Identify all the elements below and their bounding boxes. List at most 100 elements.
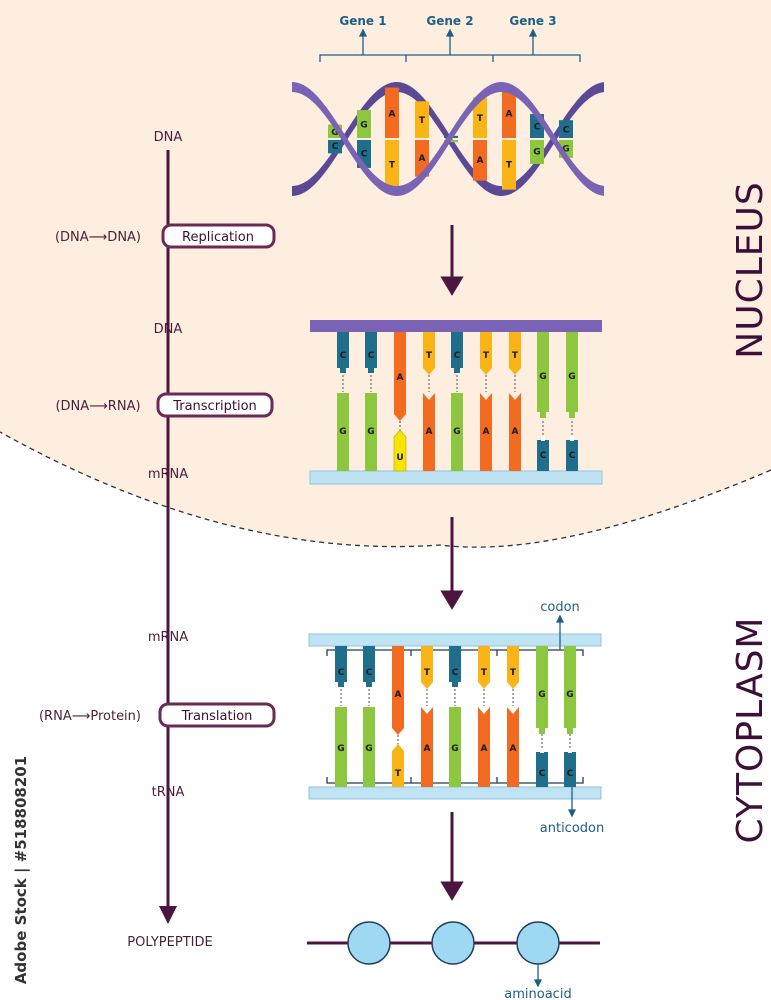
helix-base-letter: C [563,126,570,136]
anticodon-callout-arrow [567,783,577,818]
label-dna-top: DNA [154,130,183,145]
translation-step: Translation [158,702,276,728]
dna-base-letter: A [483,427,490,437]
anticodon-base-letter: A [510,744,517,754]
anticodon-base-letter: G [365,744,372,754]
anticodon-base-letter: A [424,744,431,754]
anticodon-base-letter: G [451,744,458,754]
replication-label: Replication [182,230,254,245]
dna-base-letter: T [512,351,519,361]
dna-base-letter: A [426,427,433,437]
dna-strand-front [292,82,604,196]
nucleus-label: NUCLEUS [730,181,771,358]
rna-base-letter: C [540,451,547,461]
anticodon-base-letter: C [567,769,574,779]
transcription-column: GC [566,332,578,471]
translation-column: TA [421,646,433,787]
dna-base-letter: C [340,351,347,361]
label-transcription-note: (DNA⟶RNA) [55,399,140,414]
anticodon-base-letter: G [337,744,344,754]
helix-base-pair: TA [473,97,487,181]
codon-base-letter: T [510,668,517,678]
dna-base-letter: T [483,351,490,361]
dna-base-letter: A [397,373,404,383]
transcription-column: GC [537,332,549,471]
nucleus-region [0,0,771,548]
label-dna-mid: DNA [154,322,183,337]
gene-2-label: Gene 2 [426,14,473,28]
polypeptide-chain: aminoacid [307,921,600,1000]
helix-base-letter: G [562,144,569,154]
helix-base-letter: A [477,156,484,166]
translation-column: TA [478,646,490,787]
label-mrna-2: mRNA [148,630,188,645]
codon-base-letter: G [538,690,545,700]
credit-watermark: Adobe Stock | #518808201 [12,756,31,984]
aminoacid-label: aminoacid [504,987,571,1000]
helix-base-letter: G [331,128,338,138]
anticodon-strand-bar [308,786,602,800]
transcription-label: Transcription [172,399,257,414]
codon-callout-arrow [555,614,565,650]
gene-3-label: Gene 3 [509,14,556,28]
helix-base-letter: A [506,110,513,120]
rna-base-letter: C [569,451,576,461]
codon-base-letter: T [481,668,488,678]
dna-base-letter: C [454,351,461,361]
dna-base-letter: G [539,372,546,382]
anticodon-label: anticodon [540,821,604,836]
dna-base-letter: G [367,427,374,437]
translation-column: CG [335,646,347,787]
label-trna: tRNA [152,785,185,800]
translation-column: GC [564,646,576,787]
helix-base-letter: A [389,109,396,119]
helix-base-letter: T [506,160,513,170]
helix-base-letter: G [360,121,367,131]
rna-base-letter: U [396,453,403,463]
mrna-strand-bar [309,470,603,485]
translation-column: AT [392,646,404,787]
helix-base-pair: AT [385,87,399,191]
transcription-column: TA [509,332,521,471]
gene-1-label: Gene 1 [339,14,386,28]
codon-base-letter: T [424,668,431,678]
helix-base-letter: G [533,147,540,157]
cytoplasm-label: CYTOPLASM [730,617,771,844]
transcription-step: Transcription [156,392,274,418]
translation-label: Translation [181,709,253,724]
label-mrna-1: mRNA [148,467,188,482]
amino-acid-1 [347,921,391,965]
translation-column: TA [507,646,519,787]
label-translation-note: (RNA⟶Protein) [39,709,141,724]
transcription-column: CG [365,332,377,471]
process-arrows [440,225,464,901]
helix-base-letter: C [361,149,368,159]
dna-strand-bar [310,320,602,332]
helix-base-letter: T [419,116,426,126]
dna-base-letter: A [512,427,519,437]
transcription-column: TA [480,332,492,471]
replication-step: Replication [161,223,276,249]
translation-column: CG [449,646,461,787]
anticodon-base-letter: C [539,769,546,779]
amino-acid-3 [516,921,560,965]
dna-base-letter: G [339,427,346,437]
transcription-column: TA [423,332,435,471]
label-polypeptide: POLYPEPTIDE [127,935,212,950]
anticodon-base-letter: A [481,744,488,754]
dna-base-letter: C [368,351,375,361]
codon-base-letter: A [395,690,402,700]
anticodon-base-letter: T [395,769,402,779]
codon-base-letter: G [566,690,573,700]
transcription-column: CG [337,332,349,471]
helix-base-letter: C [534,123,541,133]
helix-base-pair: TA [415,101,429,177]
transcription-column: CG [451,332,463,471]
dna-base-letter: T [426,351,433,361]
helix-base-letter: T [389,161,396,171]
helix-base-pair: AT [502,88,516,190]
translation-column: GC [536,646,548,787]
codon-base-letter: C [366,668,373,678]
